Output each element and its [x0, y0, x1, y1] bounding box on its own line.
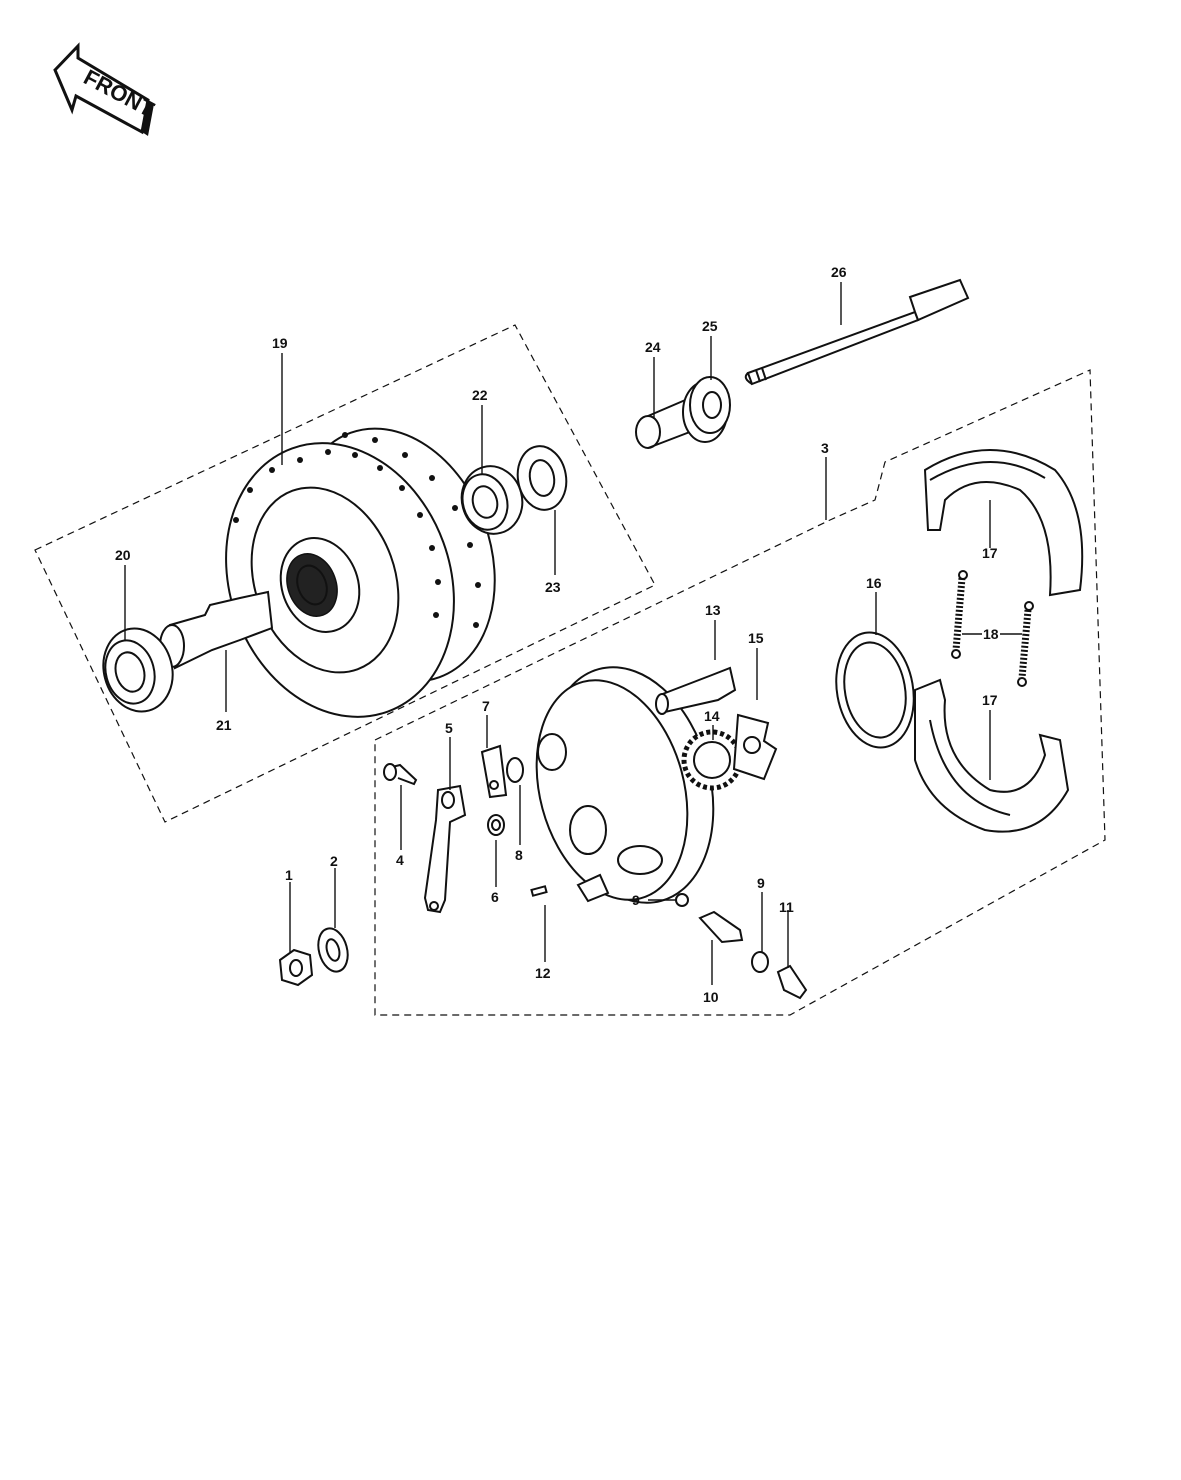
callout-9-left: 9: [632, 892, 640, 908]
axle-washer: [317, 927, 349, 973]
leader-lines: [124, 282, 1022, 985]
callout-25: 25: [702, 318, 718, 334]
brake-shoe-upper: [923, 449, 1084, 597]
callout-26: 26: [831, 264, 847, 280]
callout-14: 14: [704, 708, 720, 724]
callout-17-lower: 17: [982, 692, 998, 708]
callout-21: 21: [216, 717, 232, 733]
callout-4: 4: [396, 852, 404, 868]
speedometer-gear: [681, 729, 743, 791]
speedometer-pinion: [698, 910, 744, 944]
callout-17-upper: 17: [982, 545, 998, 561]
cam-o-ring: [506, 757, 524, 783]
grease-seal: [689, 376, 731, 434]
brake-shoe-springs: [951, 570, 1034, 687]
callout-13: 13: [705, 602, 721, 618]
axle-nut: [278, 948, 314, 987]
hub-oil-seal: [516, 445, 568, 511]
callout-22: 22: [472, 387, 488, 403]
callout-20: 20: [115, 547, 131, 563]
callout-6: 6: [491, 889, 499, 905]
wheel-hub: [225, 427, 496, 718]
brake-panel: [535, 666, 715, 907]
speedometer-pinion-bushing: [655, 666, 737, 715]
callout-8: 8: [515, 847, 523, 863]
brake-panel-seal: [835, 631, 915, 749]
hub-assembly-frame: [34, 324, 656, 823]
callout-12: 12: [535, 965, 551, 981]
callout-24: 24: [645, 339, 661, 355]
cam-nut: [487, 814, 505, 836]
left-ball-bearing: [102, 627, 174, 713]
front-arrow-icon: FRONT: [53, 42, 159, 136]
dowel-pin: [530, 885, 548, 897]
brake-panel-assembly-frame: [374, 369, 1106, 1016]
callout-10: 10: [703, 989, 719, 1005]
callout-5: 5: [445, 720, 453, 736]
callout-2: 2: [330, 853, 338, 869]
hub-distance-collar: [159, 590, 274, 670]
callout-7: 7: [482, 698, 490, 714]
brake-shoe-lower: [914, 678, 1070, 833]
callout-15: 15: [748, 630, 764, 646]
callout-19: 19: [272, 335, 288, 351]
right-ball-bearing: [460, 465, 524, 535]
callout-18: 18: [983, 626, 999, 642]
callout-11: 11: [779, 899, 794, 915]
callout-labels: 19 20 21 22 23 24 25 26 3 17 16 18 17 13…: [115, 264, 999, 1005]
cam-indicator-plate: [480, 744, 508, 799]
pinion-bushing: [776, 964, 808, 1000]
gear-retainer-plate: [732, 713, 778, 781]
callout-3: 3: [821, 440, 829, 456]
callout-9-right: 9: [757, 875, 765, 891]
callout-16: 16: [866, 575, 882, 591]
callout-23: 23: [545, 579, 561, 595]
callout-1: 1: [285, 867, 293, 883]
cam-lever-bolt: [383, 763, 418, 786]
brake-cam-lever: [423, 784, 467, 914]
axle-shaft: [744, 278, 970, 386]
pinion-washer: [751, 951, 769, 973]
